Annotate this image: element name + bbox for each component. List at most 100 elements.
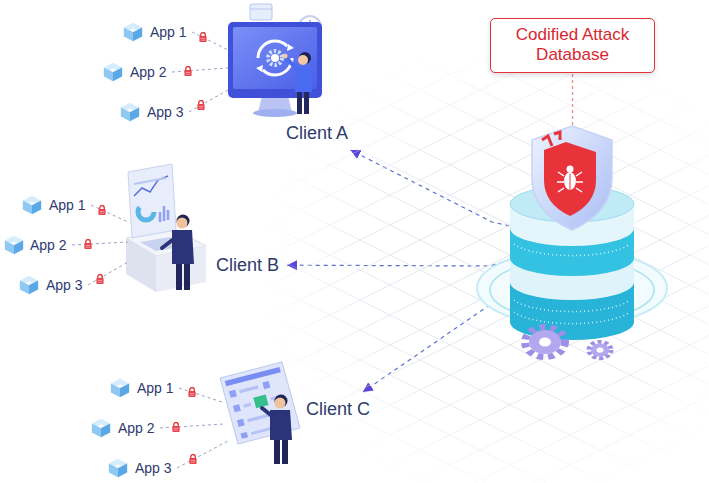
app-icon (5, 23, 142, 477)
client-a-workstation (287, 44, 294, 51)
app-link-line (172, 68, 228, 72)
database-dots (514, 300, 630, 324)
client-b-kiosk (176, 262, 182, 290)
lock-icon (199, 33, 206, 42)
app-label: App 1 (150, 23, 187, 41)
red-accent (542, 132, 560, 146)
app-link-line (160, 424, 224, 428)
app-link-line (72, 242, 128, 245)
shield (532, 126, 612, 230)
app-icon (121, 103, 139, 121)
client-c-dashboard (237, 419, 245, 427)
client-a-workstation (271, 54, 279, 62)
app-label: App 1 (49, 196, 86, 214)
gear-icons (529, 330, 561, 354)
lock-icon (172, 423, 179, 432)
client-b-kiosk (138, 204, 154, 220)
app-link-line (91, 205, 128, 222)
app-label: App 2 (130, 63, 167, 81)
client-a-workstation (256, 65, 263, 72)
app-label: App 3 (135, 459, 172, 477)
app-link-line (88, 262, 128, 285)
gear-icons (597, 347, 604, 352)
client-c-dashboard (274, 438, 280, 464)
app-link-line (192, 32, 228, 50)
client-c-dashboard (225, 367, 281, 386)
client-c-dashboard (229, 390, 237, 398)
app-icon (111, 379, 129, 397)
lock-icon (96, 275, 103, 284)
app-icon (109, 459, 127, 477)
app-label: App 3 (147, 103, 184, 121)
client-b-kiosk (177, 218, 188, 229)
database-illustration (477, 60, 667, 340)
client-b-kiosk (160, 206, 168, 222)
gear-icons (539, 338, 551, 347)
node-text: Client B (216, 254, 279, 276)
client-c-dashboard (240, 432, 248, 439)
client-c-dashboard (243, 403, 251, 408)
gear-icons (525, 327, 611, 358)
client-label: Client C (303, 397, 373, 421)
client-a-workstation (250, 4, 272, 20)
node-text: Client C (306, 398, 370, 420)
client-a-workstation (253, 109, 297, 117)
app-label: App 2 (30, 236, 67, 254)
database-callout: Codified Attack Database (490, 18, 655, 73)
client-b-kiosk (134, 178, 166, 184)
client-label: Client A (283, 121, 351, 145)
client-a-workstation (299, 52, 311, 64)
gear-icons (525, 327, 565, 357)
lock-icon (84, 33, 206, 464)
app-link-line (179, 388, 222, 402)
leader-line (572, 74, 573, 127)
client-c-dashboard (239, 385, 259, 393)
client-b-kiosk (184, 262, 190, 290)
app-icon (92, 419, 110, 437)
lock-icon (188, 388, 195, 397)
gear-icons (589, 342, 611, 359)
client-a-workstation (286, 58, 298, 70)
client-c-dashboard (225, 367, 295, 439)
bug-icon (567, 166, 574, 173)
client-c-dashboard (220, 362, 300, 444)
node-text: Codified Attack Database (501, 25, 644, 66)
node-text: Client A (286, 122, 348, 144)
client-a-workstation (298, 55, 308, 65)
red-shield (544, 142, 596, 216)
bug-icon (557, 172, 583, 192)
client-a-workstation (250, 9, 272, 10)
client-b-kiosk (126, 164, 206, 292)
client-b-kiosk (162, 238, 175, 248)
bug-icon (564, 172, 576, 190)
bug-icon (570, 174, 571, 190)
client-b-kiosk (134, 176, 168, 196)
client-c-dashboard (233, 404, 241, 412)
gear-icons (589, 342, 611, 359)
lock-icon (84, 240, 91, 249)
app-label: App 1 (137, 379, 174, 397)
client-a-workstation (228, 22, 322, 98)
client-c-dashboard (282, 438, 288, 464)
app-link-line (72, 32, 230, 468)
app-icon (23, 196, 41, 214)
client-a-workstation (228, 4, 322, 117)
iso-grid (230, 60, 709, 483)
app-label: App 3 (46, 276, 83, 294)
lock-icon (184, 67, 191, 76)
client-c-dashboard (275, 395, 288, 408)
lock-icon (189, 455, 196, 464)
lock-icon (98, 206, 105, 215)
app-icon (104, 63, 122, 81)
app-icon (124, 23, 142, 41)
app-label: App 2 (118, 419, 155, 437)
client-c-dashboard (262, 381, 270, 389)
gear-icons (591, 343, 609, 357)
client-a-workstation (283, 54, 288, 59)
gear-icons (525, 327, 565, 357)
app-icon (5, 236, 23, 254)
client-a-workstation (268, 51, 282, 65)
app-icon (20, 276, 38, 294)
